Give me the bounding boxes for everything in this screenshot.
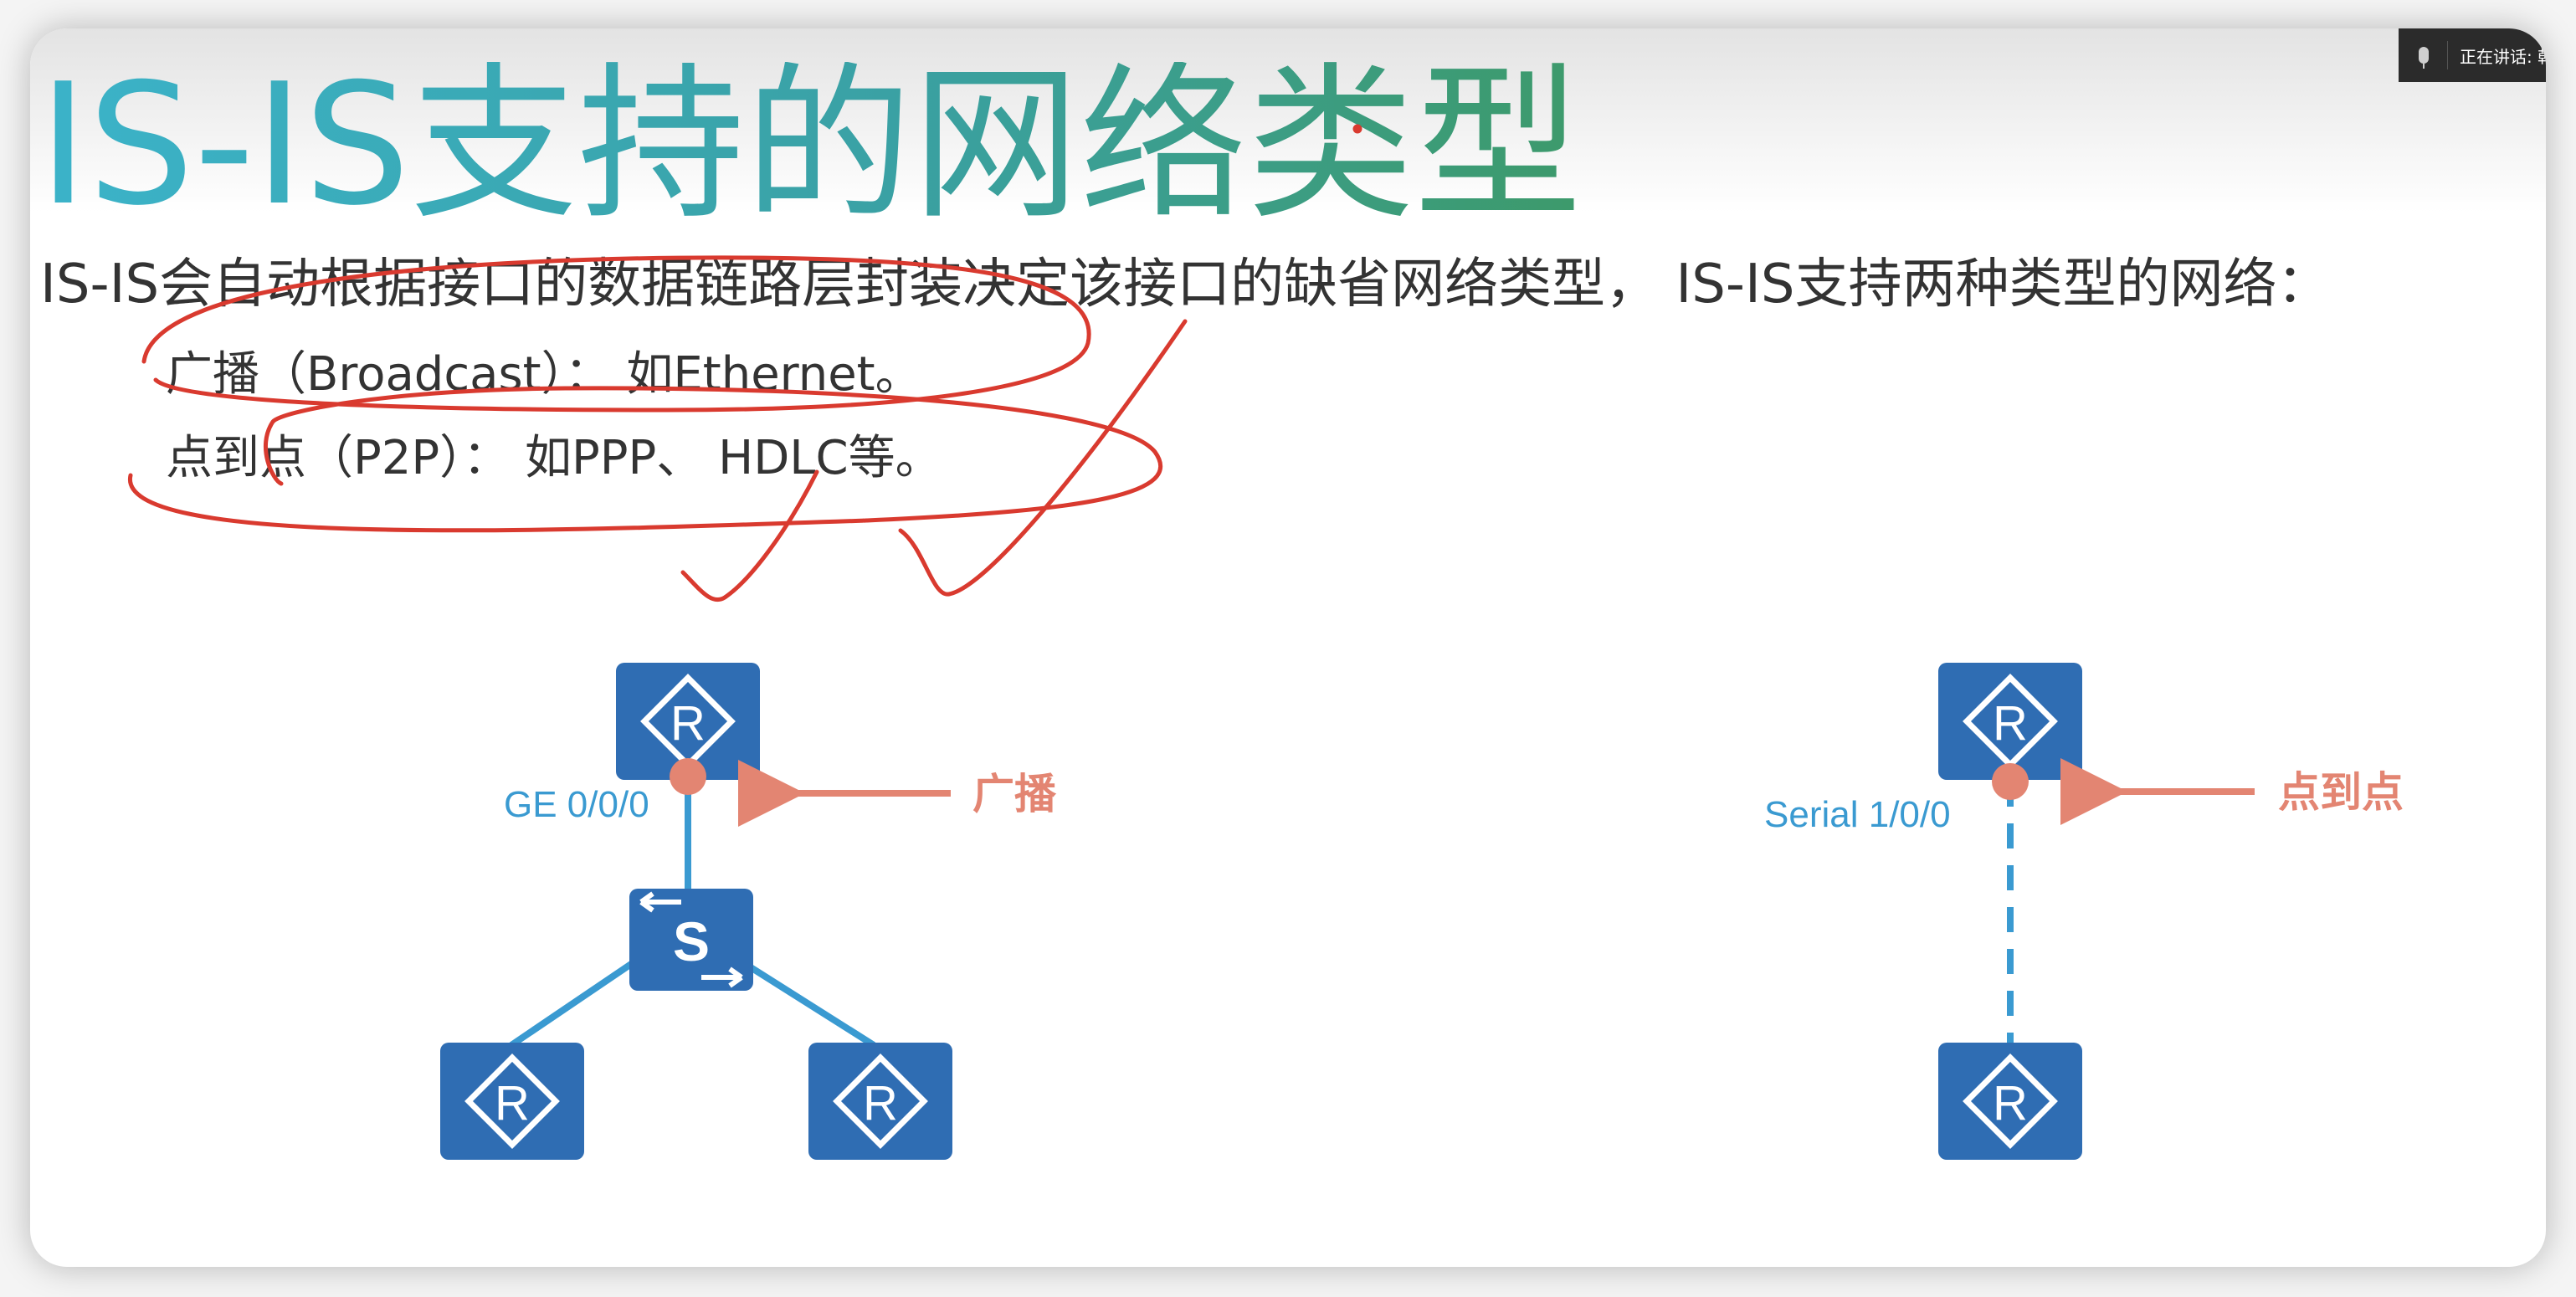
speaking-indicator: 正在讲话: 乾... [2399,28,2546,82]
router-label: R [863,1076,898,1130]
network-diagram: R S R R GE 0/0/0 [128,124,2404,1160]
broadcast-type-label: 广播 [972,770,1057,818]
router-icon: R [808,1043,952,1160]
ink-annotations [128,124,1362,602]
microphone-icon [2419,47,2429,69]
switch-icon: S [629,889,753,991]
ink-check-mark [680,469,819,602]
indicator-divider [2447,41,2448,69]
broadcast-topology: R S R R GE 0/0/0 [440,663,1057,1160]
p2p-type-label: 点到点 [2278,768,2404,817]
router-label: R [1993,696,2028,751]
ink-ellipse-p2p [128,386,1163,533]
router-icon: R [440,1043,584,1160]
ink-dot [1352,124,1362,134]
slide-title: IS-IS支持的网络类型 [38,48,1583,243]
switch-label: S [673,910,710,972]
ink-check-mark [898,319,1188,597]
intro-text: IS-IS会自动根据接口的数据链路层封装决定该接口的缺省网络类型， IS-IS支… [40,254,2331,315]
broadcast-link-switch-right [732,954,876,1048]
title-background [30,28,2546,213]
slide-window: IS-IS支持的网络类型 IS-IS会自动根据接口的数据链路层封装决定该接口的缺… [30,28,2546,1267]
router-label: R [1993,1076,2028,1130]
broadcast-interface-dot [670,758,706,795]
ink-ellipse-broadcast [141,255,1091,413]
broadcast-link-switch-left [509,954,644,1048]
router-label: R [495,1076,530,1130]
router-icon: R [1938,663,2082,780]
p2p-interface-dot [1992,763,2029,800]
router-icon: R [1938,1043,2082,1160]
p2p-interface-label: Serial 1/0/0 [1764,794,1951,835]
router-label: R [670,696,706,751]
p2p-topology: R R Serial 1/0/0 点到点 [1764,663,2404,1160]
broadcast-interface-label: GE 0/0/0 [504,784,649,825]
speaking-text: 正在讲话: 乾... [2460,46,2546,67]
